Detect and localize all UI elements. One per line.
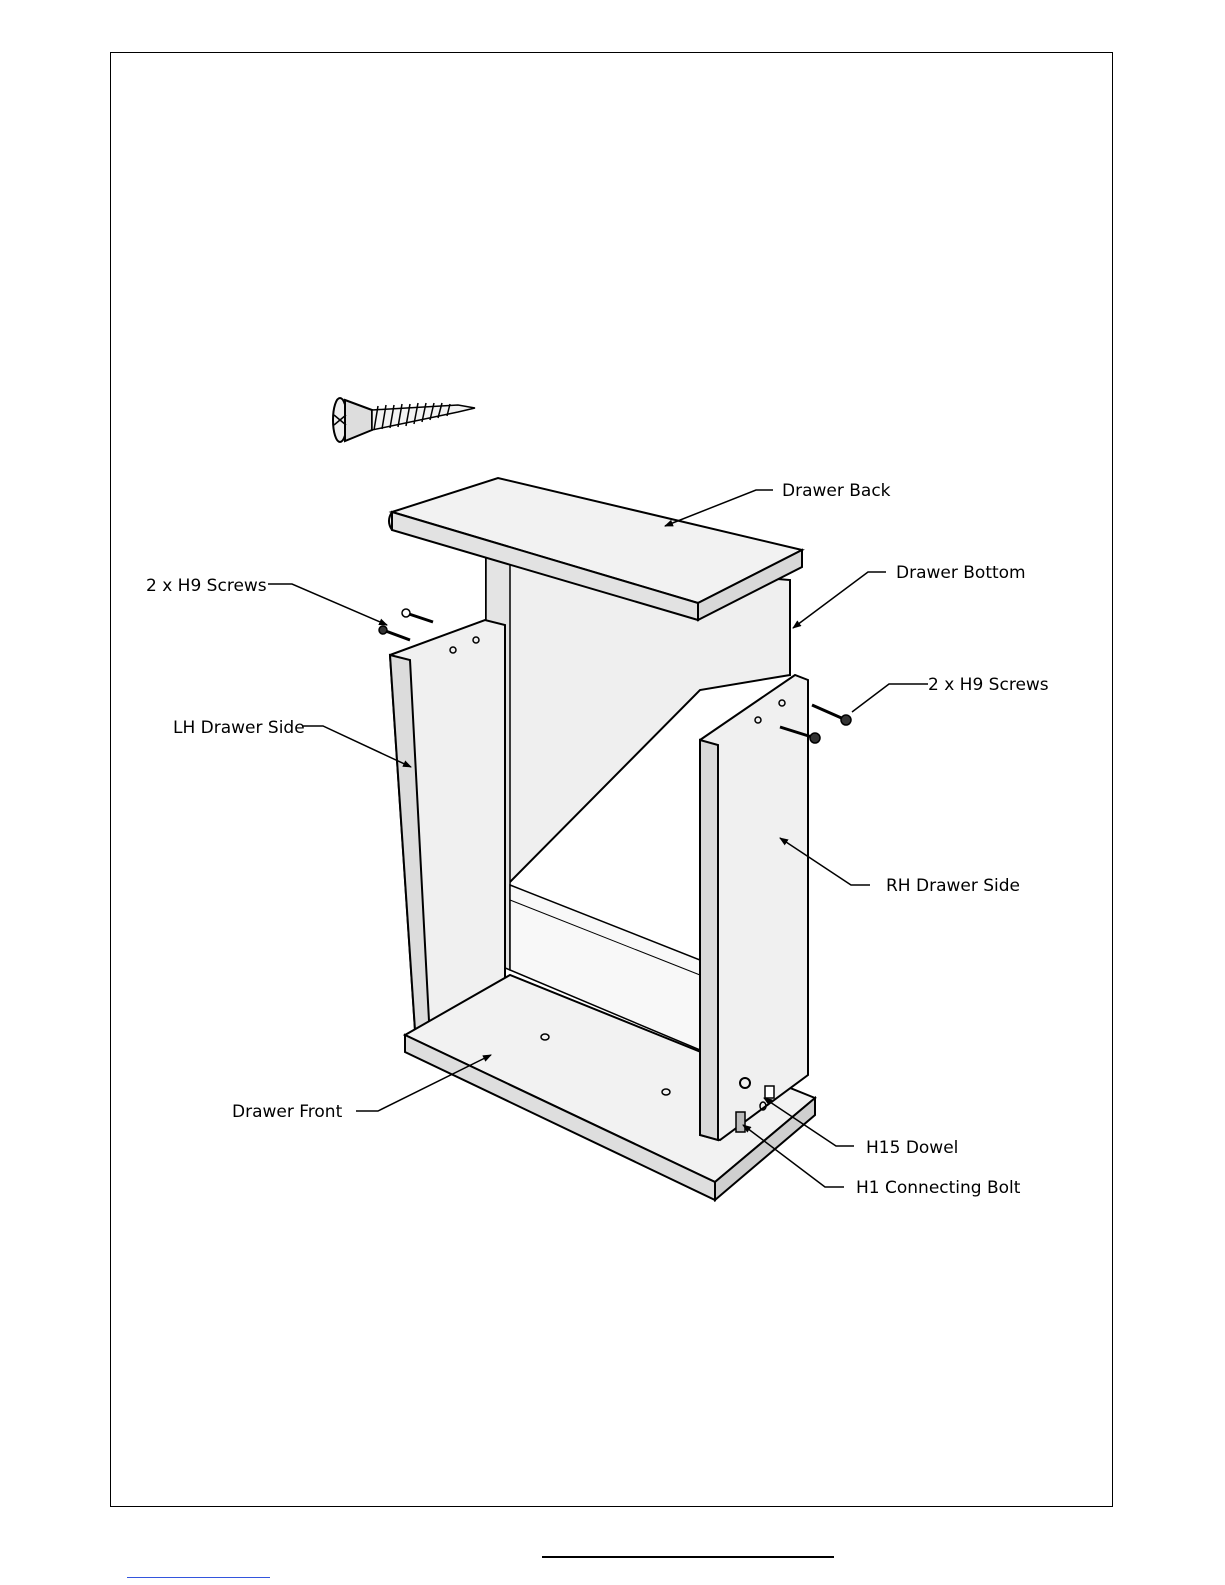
screw-illustration-icon	[333, 398, 475, 442]
h1-connecting-bolt-icon	[736, 1112, 745, 1132]
label-drawer-front: Drawer Front	[232, 1102, 343, 1122]
label-screws-right: 2 x H9 Screws	[928, 675, 1049, 695]
footer-rule	[542, 1556, 834, 1558]
label-h15-dowel: H15 Dowel	[866, 1138, 958, 1158]
label-rh-drawer-side: RH Drawer Side	[886, 876, 1020, 896]
label-screws-left: 2 x H9 Screws	[146, 576, 267, 596]
label-drawer-back: Drawer Back	[782, 481, 891, 501]
rh-drawer-side-panel	[700, 675, 808, 1140]
footer-link-underline	[127, 1577, 270, 1578]
lh-drawer-side-panel	[390, 620, 505, 1040]
label-drawer-bottom: Drawer Bottom	[896, 563, 1026, 583]
label-lh-drawer-side: LH Drawer Side	[173, 718, 305, 738]
label-h1-connecting-bolt: H1 Connecting Bolt	[856, 1178, 1021, 1198]
